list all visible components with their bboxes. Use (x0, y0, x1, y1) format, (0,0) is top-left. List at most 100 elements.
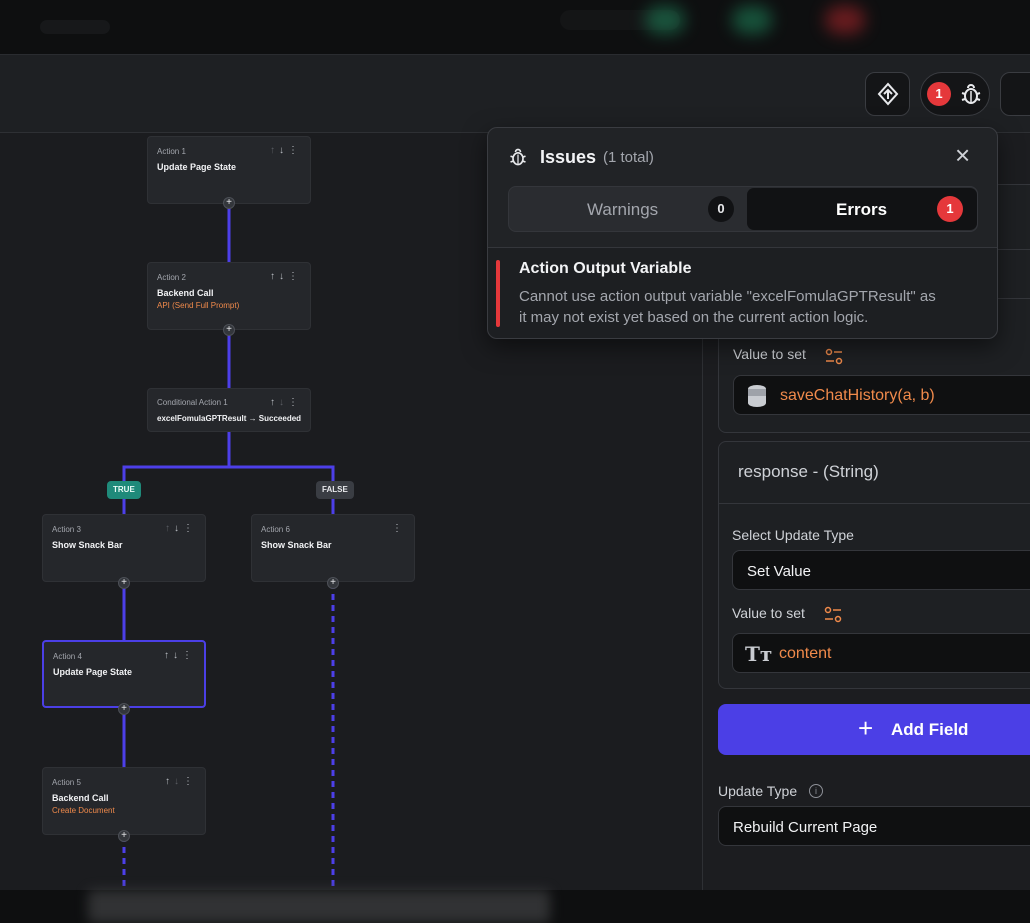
response-field-card: response - (String) Select Update Type S… (718, 441, 1030, 689)
update-type-select-value: Set Value (747, 563, 811, 580)
value-to-set-label: Value to set (732, 605, 805, 621)
branch-connector (122, 465, 335, 498)
node-controls[interactable]: ↑↓⋮ (164, 650, 196, 661)
action-number: Action 5 (52, 778, 81, 787)
action-node-2[interactable]: Action 2 Backend Call API (Send Full Pro… (147, 262, 311, 330)
action-node-5[interactable]: Action 5 Backend Call Create Document ↑↓… (42, 767, 206, 835)
database-icon (748, 385, 766, 407)
action-node-3[interactable]: Action 3 Show Snack Bar ↑↓⋮ (42, 514, 206, 582)
value-field-1[interactable]: saveChatHistory(a, b) (733, 375, 1030, 415)
variable-settings-icon[interactable] (824, 606, 842, 624)
action-title: Show Snack Bar (261, 540, 332, 550)
select-update-type-label: Select Update Type (732, 527, 854, 543)
issues-title: Issues (540, 147, 597, 167)
more-icon[interactable]: ⋮ (183, 523, 197, 534)
move-up-icon[interactable]: ↑ (270, 145, 279, 156)
add-action-button[interactable]: + (223, 197, 235, 209)
status-glow (825, 6, 865, 34)
move-down-icon[interactable]: ↓ (279, 397, 288, 408)
issues-button[interactable]: 1 (920, 72, 990, 116)
action-title: Backend Call (157, 288, 214, 298)
action-node-4[interactable]: Action 4 Update Page State ↑↓⋮ (42, 640, 206, 708)
rebuild-select[interactable]: Rebuild Current Page (718, 806, 1030, 846)
condition-expression: excelFomulaGPTResult → Succeeded (157, 414, 302, 423)
response-header-title: response - (String) (738, 462, 879, 481)
conditional-action-node[interactable]: Conditional Action 1 excelFomulaGPTResul… (147, 388, 311, 432)
add-action-button[interactable]: + (118, 830, 130, 842)
move-up-icon[interactable]: ↑ (164, 650, 173, 661)
add-action-button[interactable]: + (327, 577, 339, 589)
error-title: Action Output Variable (519, 260, 692, 277)
tab-errors[interactable]: Errors 1 (747, 188, 977, 230)
node-controls[interactable]: ↑↓⋮ (270, 271, 302, 282)
issues-count-badge: 1 (927, 82, 951, 106)
error-item[interactable]: Action Output Variable Cannot use action… (488, 247, 997, 338)
move-up-icon[interactable]: ↑ (270, 397, 279, 408)
more-icon[interactable]: ⋮ (288, 145, 302, 156)
add-action-button[interactable]: + (118, 577, 130, 589)
move-up-icon[interactable]: ↑ (165, 523, 174, 534)
action-subtitle: Create Document (52, 806, 115, 815)
info-icon[interactable]: i (809, 784, 823, 798)
move-up-icon[interactable]: ↑ (270, 271, 279, 282)
action-title: Show Snack Bar (52, 540, 123, 550)
logic-flow-button[interactable] (865, 72, 910, 116)
text-type-icon: Tт (745, 642, 773, 666)
move-down-icon[interactable]: ↓ (279, 145, 288, 156)
response-header[interactable]: response - (String) (719, 442, 1030, 504)
error-message-line-1: Cannot use action output variable "excel… (519, 288, 936, 305)
action-title: Update Page State (53, 667, 133, 677)
more-icon[interactable]: ⋮ (288, 397, 302, 408)
bug-icon (961, 84, 981, 104)
status-glow (645, 6, 685, 34)
node-controls[interactable]: ↑↓⋮ (270, 397, 302, 408)
errors-count-badge: 1 (937, 196, 963, 222)
toolbar-overflow-button[interactable] (1000, 72, 1030, 116)
move-down-icon[interactable]: ↓ (279, 271, 288, 282)
move-down-icon[interactable]: ↓ (174, 523, 183, 534)
node-controls[interactable]: ↑↓⋮ (165, 776, 197, 787)
flow-diamond-icon (877, 82, 898, 106)
tab-errors-label: Errors (836, 200, 888, 219)
bug-icon (510, 148, 526, 166)
warnings-count-badge: 0 (708, 196, 734, 222)
false-branch-label: FALSE (316, 481, 354, 499)
tab-warnings-label: Warnings (587, 200, 659, 219)
close-icon[interactable]: × (955, 140, 971, 170)
action-node-6[interactable]: Action 6 Show Snack Bar ⋮ (251, 514, 415, 582)
add-action-button[interactable]: + (223, 324, 235, 336)
true-branch-label: TRUE (107, 481, 141, 499)
move-down-icon[interactable]: ↓ (173, 650, 182, 661)
more-icon[interactable]: ⋮ (183, 776, 197, 787)
node-controls[interactable]: ↑↓⋮ (270, 145, 302, 156)
bottom-bar (0, 890, 1030, 923)
add-field-button[interactable]: + Add Field (718, 704, 1030, 755)
issues-tabs: Warnings 0 Errors 1 (508, 186, 978, 232)
action-title: Update Page State (157, 162, 237, 172)
value-text: content (779, 645, 832, 662)
more-icon[interactable]: ⋮ (288, 271, 302, 282)
add-field-label: Add Field (891, 720, 969, 739)
top-bar (0, 0, 1030, 54)
variable-settings-icon[interactable] (825, 348, 843, 366)
add-action-button[interactable]: + (118, 703, 130, 715)
toolbar: 1 (0, 54, 1030, 133)
value-text: saveChatHistory(a, b) (780, 387, 935, 404)
move-down-icon[interactable]: ↓ (174, 776, 183, 787)
action-subtitle: API (Send Full Prompt) (157, 301, 240, 310)
value-field-2[interactable]: Tт content (732, 633, 1030, 673)
action-number: Action 6 (261, 525, 290, 534)
tab-warnings[interactable]: Warnings 0 (509, 187, 745, 231)
update-type-select[interactable]: Set Value (732, 550, 1030, 590)
more-icon[interactable]: ⋮ (182, 650, 196, 661)
status-glow (732, 6, 772, 34)
action-number: Action 1 (157, 147, 186, 156)
top-bar-blur (40, 20, 110, 34)
action-number: Conditional Action 1 (157, 398, 228, 407)
issues-total: (1 total) (603, 149, 654, 166)
more-icon[interactable]: ⋮ (392, 523, 406, 534)
action-flow-canvas: Action 1 Update Page State ↑↓⋮ + Action … (0, 134, 702, 890)
node-controls[interactable]: ↑↓⋮ (165, 523, 197, 534)
move-up-icon[interactable]: ↑ (165, 776, 174, 787)
action-node-1[interactable]: Action 1 Update Page State ↑↓⋮ (147, 136, 311, 204)
